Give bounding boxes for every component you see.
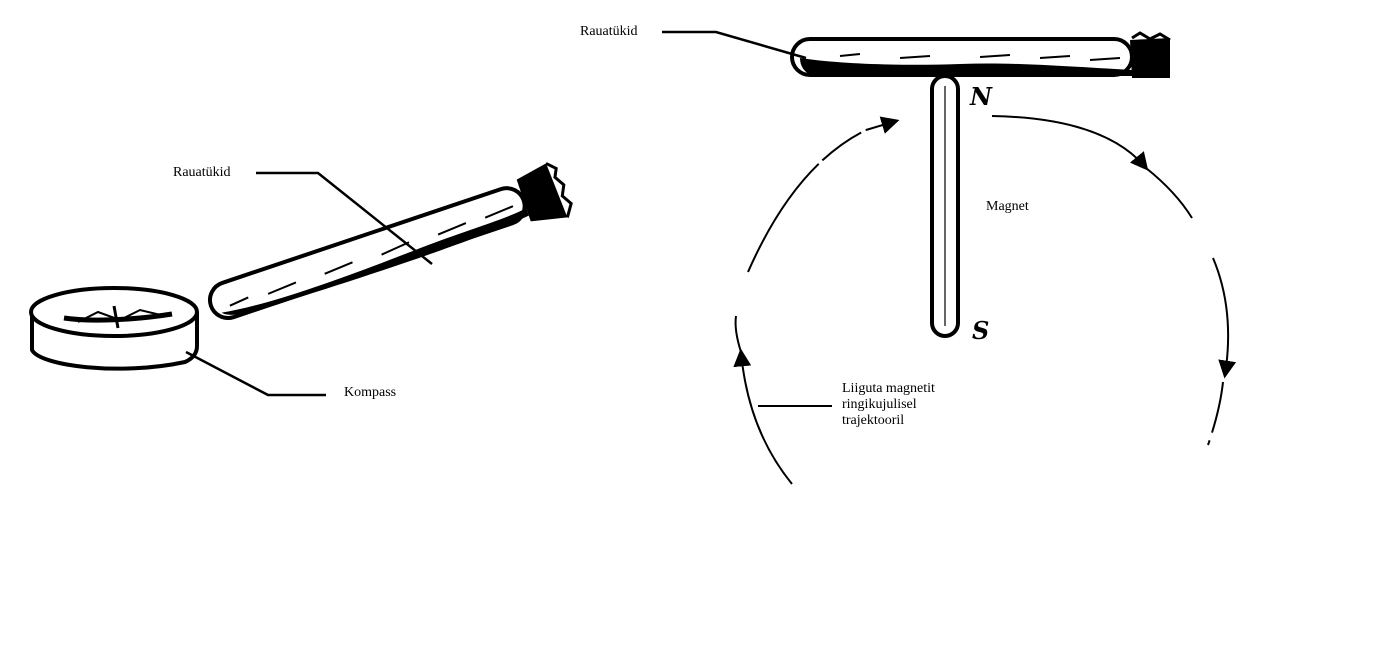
magnet-label: Magnet — [986, 199, 1029, 214]
compass-label: Kompass — [344, 385, 397, 400]
south-pole-label: S — [972, 316, 990, 345]
arrow-head-left — [733, 348, 793, 485]
compass-needle — [63, 305, 173, 329]
left-iron-label: Rauatükid — [173, 165, 231, 180]
left-test-tube — [207, 162, 573, 320]
north-pole-label: N — [970, 82, 992, 111]
left-leader-lines — [185, 171, 433, 397]
right-test-tube — [790, 31, 1171, 78]
instruction-line-2: ringikujulisel — [842, 397, 917, 412]
right-iron-label: Rauatükid — [580, 24, 638, 39]
bar-magnet — [930, 74, 960, 338]
compass — [29, 286, 199, 371]
arrow-head-top-left — [865, 116, 900, 134]
arrow-head-top-right — [991, 115, 1149, 171]
left-stopper — [516, 163, 568, 222]
instruction-line-3: trajektooril — [842, 413, 905, 428]
arrow-head-right — [1212, 257, 1237, 379]
instruction-line-1: Liiguta magnetit — [842, 381, 935, 396]
right-leader-line — [662, 30, 807, 60]
right-stopper — [1130, 38, 1170, 78]
rotation-arrows — [733, 115, 1237, 485]
